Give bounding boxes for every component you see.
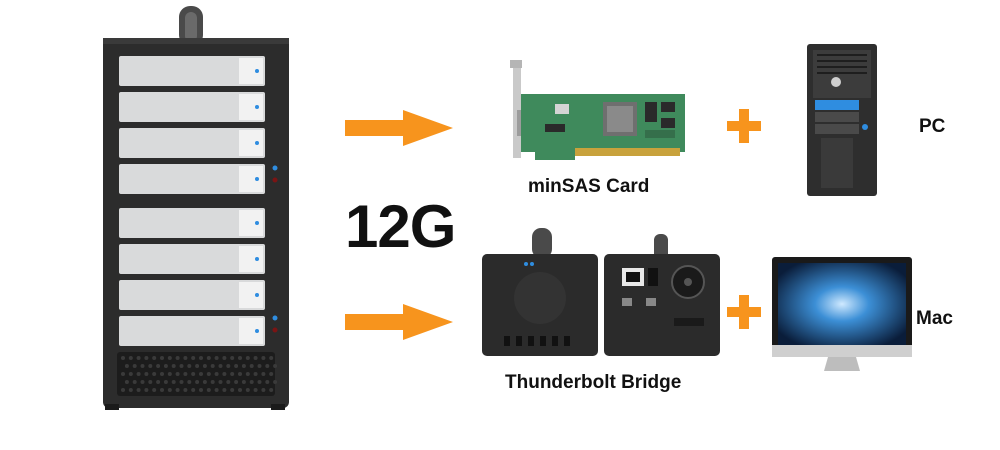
- drive-tray: [119, 92, 265, 122]
- imac-image: [772, 257, 912, 371]
- drive-tray: [119, 316, 265, 346]
- arrow-right-icon: [345, 304, 453, 340]
- thunderbolt-bridge-image: [482, 228, 720, 356]
- drive-tray: [119, 56, 265, 86]
- plus-icon: [727, 295, 761, 329]
- plus-icon: [727, 109, 761, 143]
- speed-label: 12G: [345, 193, 456, 260]
- drive-tray: [119, 128, 265, 158]
- drive-tray: [119, 280, 265, 310]
- drive-enclosure-image: [103, 6, 289, 410]
- mac-label: Mac: [916, 308, 953, 329]
- drive-tray: [119, 208, 265, 238]
- tower-pc-image: [807, 44, 877, 196]
- sas-card-image: [510, 60, 685, 160]
- thunderbolt-bridge-label: Thunderbolt Bridge: [505, 372, 682, 393]
- pc-label: PC: [919, 116, 946, 137]
- arrow-right-icon: [345, 110, 453, 146]
- drive-tray: [119, 244, 265, 274]
- drive-tray: [119, 164, 265, 194]
- sas-card-label: minSAS Card: [528, 176, 650, 197]
